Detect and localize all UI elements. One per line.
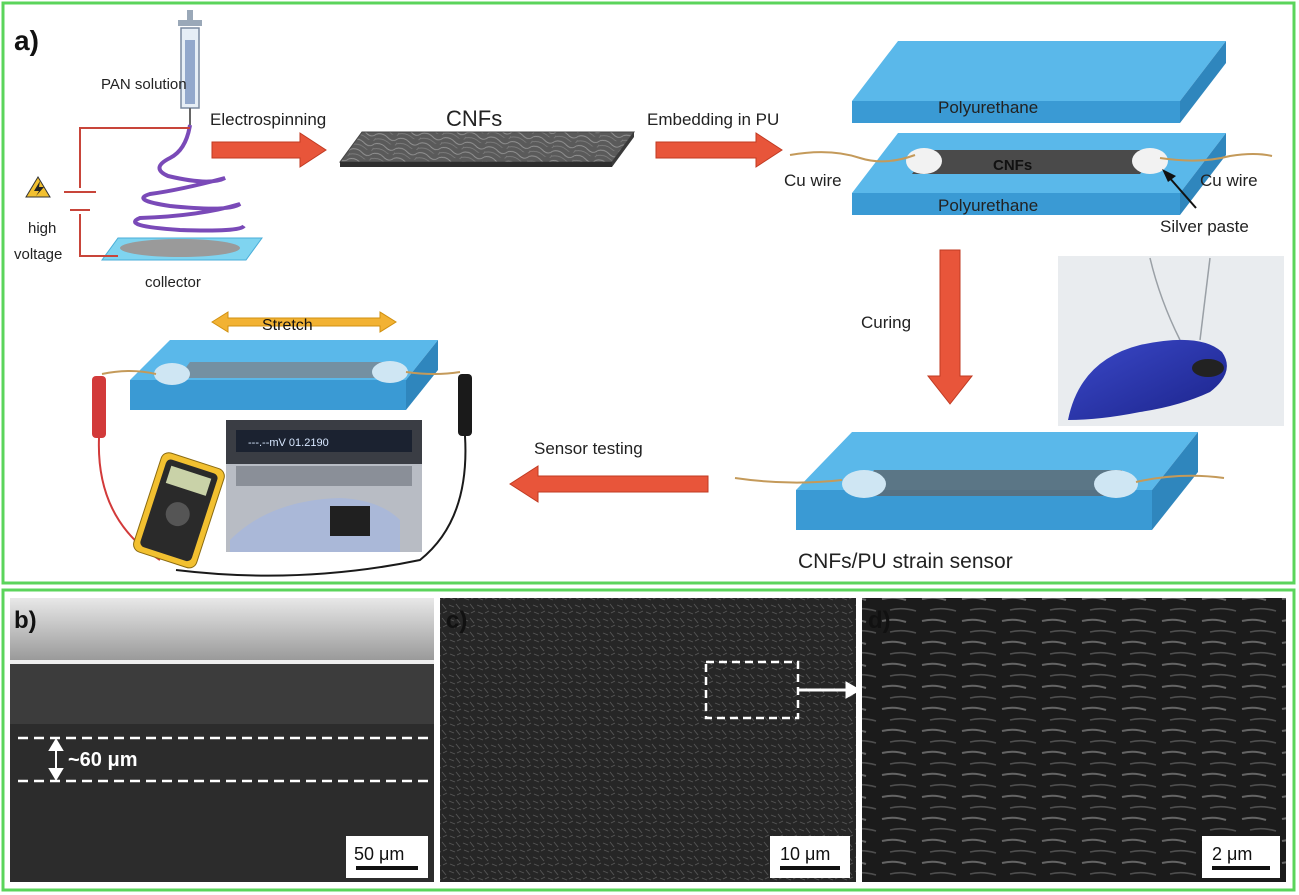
- panel-c-scale-bar: [770, 836, 850, 878]
- cu-wire-right-label: Cu wire: [1200, 171, 1258, 190]
- high-voltage-warning-icon: [25, 176, 51, 198]
- pu-top-layer: [852, 41, 1226, 123]
- strain-sensor-caption: CNFs/PU strain sensor: [798, 550, 1013, 573]
- silver-paste-pointer: [1162, 169, 1197, 209]
- voltage-label: voltage: [14, 246, 62, 263]
- panel-c-label: c): [446, 607, 467, 634]
- panel-b-label: b): [14, 607, 37, 634]
- sensor-photo: [1058, 256, 1284, 426]
- polyurethane-bottom-label: Polyurethane: [938, 196, 1038, 215]
- multimeter: [133, 452, 225, 569]
- panel-b-sem: [10, 598, 434, 882]
- strain-sensor-final: [734, 432, 1225, 530]
- cu-wires-top: [789, 151, 1273, 163]
- black-clip: [175, 374, 472, 577]
- panel-c-zoom-arrow: [798, 681, 862, 699]
- cnf-mat: [339, 131, 635, 167]
- pan-solution-label: PAN solution: [101, 76, 187, 93]
- stretch-arrow: [211, 311, 397, 333]
- panel-b-scale-bar: [346, 836, 428, 878]
- panel-b-thickness-label: ~60 μm: [68, 749, 138, 771]
- sensor-testing-label: Sensor testing: [534, 439, 643, 458]
- pu-bottom-layer: [852, 133, 1226, 215]
- electrospinning-jet: [133, 124, 246, 233]
- panel-a-label: a): [14, 25, 39, 56]
- collector-label: collector: [145, 274, 201, 291]
- curing-label: Curing: [861, 313, 911, 332]
- panel-c-scale-label: 10 μm: [780, 844, 830, 864]
- panel-b-scale-label: 50 μm: [354, 844, 404, 864]
- high-voltage-circuit: [64, 127, 190, 257]
- silver-paste-label: Silver paste: [1160, 217, 1249, 236]
- panel-d-scale-bar: [1202, 836, 1280, 878]
- panel-b-double-arrow: [48, 738, 64, 781]
- cnfs-title: CNFs: [446, 106, 502, 131]
- sensor-testing-arrow: [509, 465, 709, 503]
- cnfs-inner-label: CNFs: [993, 157, 1032, 174]
- embedding-label: Embedding in PU: [647, 110, 779, 129]
- panel-d-label: d): [868, 607, 891, 634]
- panel-b-thickness-guides: [18, 736, 432, 783]
- panel-c-sem: [440, 598, 856, 882]
- electrospinning-label: Electrospinning: [210, 110, 326, 129]
- high-label: high: [28, 220, 56, 237]
- collector: [101, 237, 263, 261]
- curing-arrow: [926, 249, 974, 405]
- embedding-arrow: [655, 132, 783, 168]
- stretch-label: Stretch: [262, 317, 313, 334]
- electrospinning-arrow: [211, 132, 327, 168]
- cu-wire-left-label: Cu wire: [784, 171, 842, 190]
- polyurethane-top-label: Polyurethane: [938, 98, 1038, 117]
- test-sensor: [101, 340, 461, 410]
- panel-d-scale-label: 2 μm: [1212, 844, 1252, 864]
- syringe: [178, 10, 202, 125]
- panel-d-sem: [862, 598, 1286, 882]
- bench-meter-photo: [226, 420, 422, 552]
- bench-meter-readout: ---.--mV 01.2190: [248, 437, 329, 449]
